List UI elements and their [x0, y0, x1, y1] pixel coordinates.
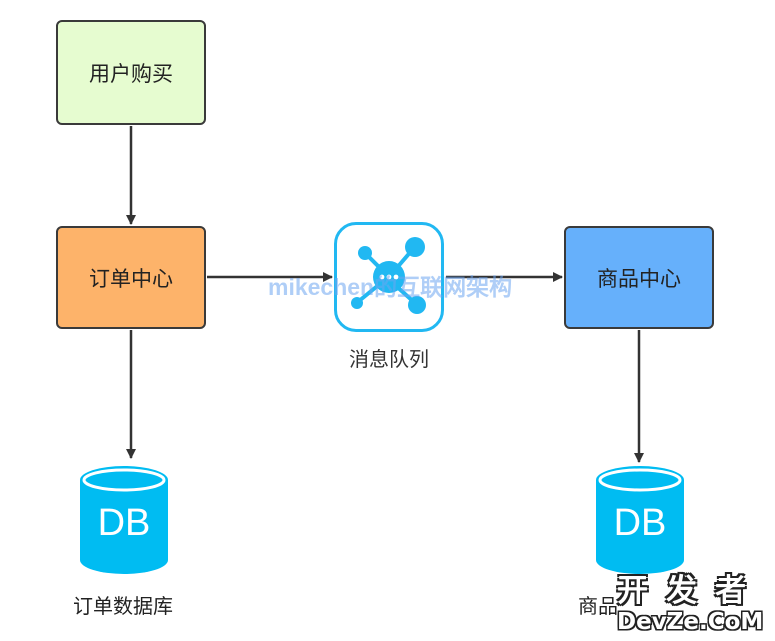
node-order-center-label: 订单中心: [89, 266, 173, 291]
watermark-text: mikechen的互联网架构: [268, 274, 513, 300]
site-logo: 开发者 DevZe.CoM: [611, 574, 771, 638]
node-goods-center-label: 商品中心: [597, 266, 681, 291]
order-database-icon: DB: [80, 466, 168, 574]
node-order-center: 订单中心: [56, 226, 206, 329]
logo-top-text: 开发者: [617, 573, 764, 609]
message-queue-label: 消息队列: [349, 347, 429, 371]
order-db-label: 订单数据库: [73, 594, 173, 618]
node-user-buy: 用户购买: [56, 20, 206, 125]
node-user-buy-label: 用户购买: [89, 61, 173, 86]
goods-db-text: DB: [613, 502, 667, 544]
order-db-text: DB: [97, 502, 151, 544]
goods-db-label: 商品: [578, 594, 618, 618]
node-goods-center: 商品中心: [564, 226, 714, 329]
logo-bottom-text: DevZe.CoM: [617, 609, 764, 635]
message-queue-icon: [334, 222, 444, 332]
goods-database-icon: DB: [596, 466, 684, 574]
